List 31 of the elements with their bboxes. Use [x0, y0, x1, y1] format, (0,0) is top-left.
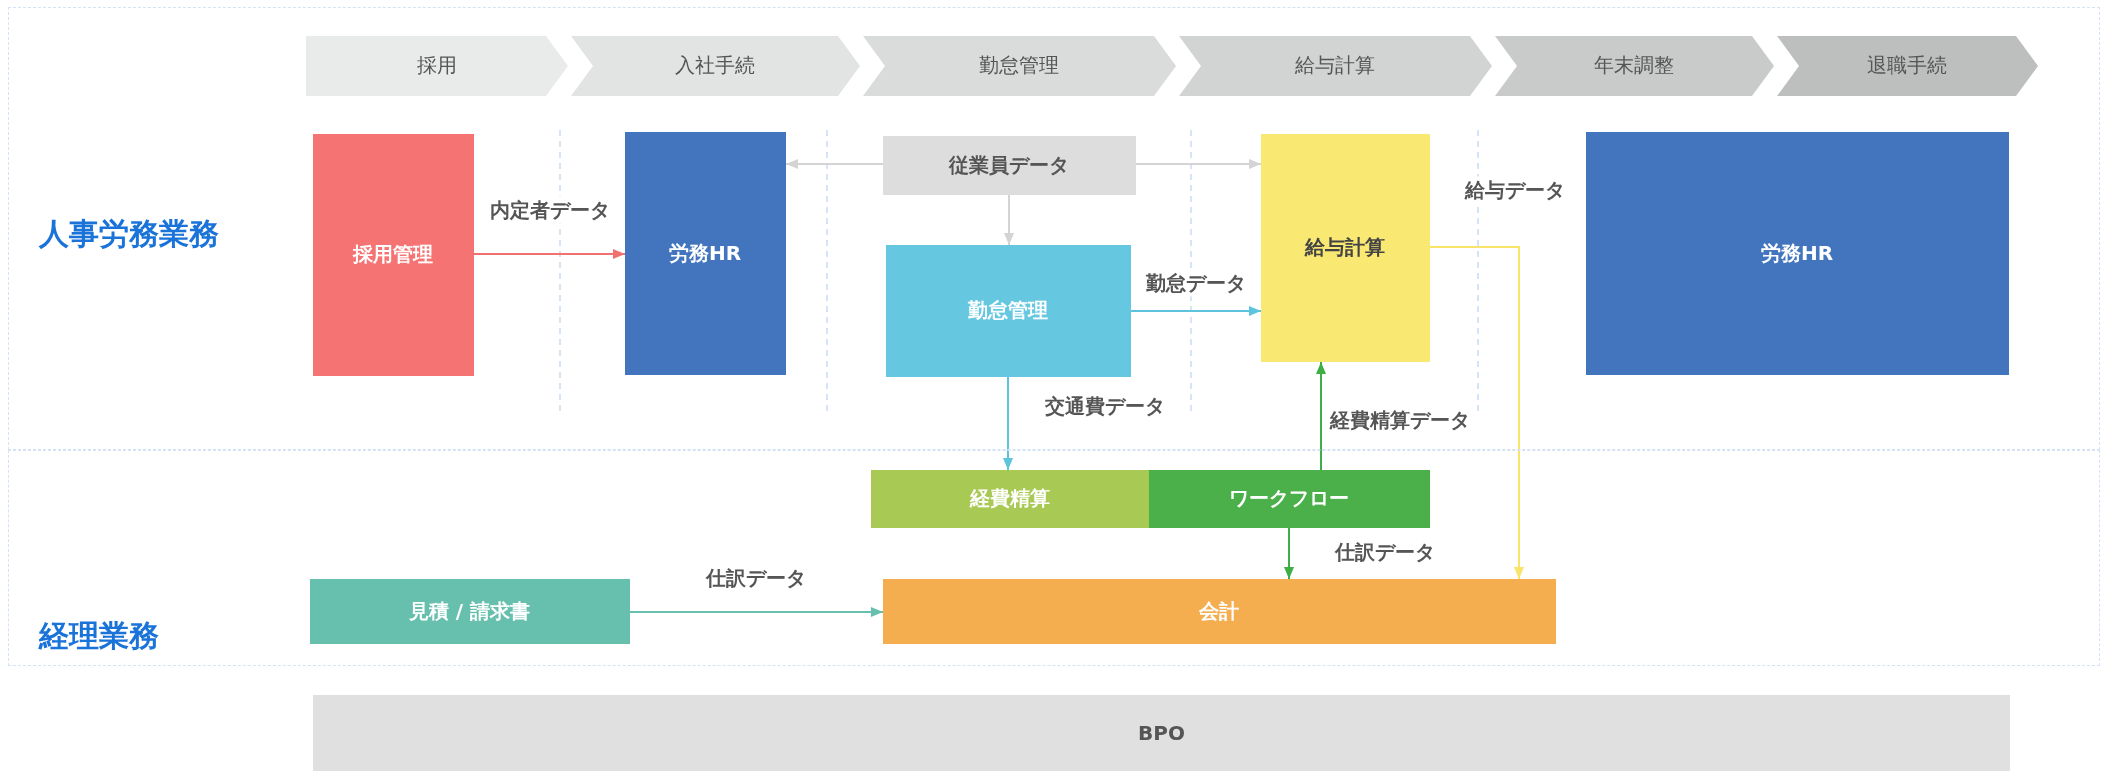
process-box: 従業員データ: [882, 135, 1136, 195]
process-box: 見積 / 請求書: [309, 578, 630, 644]
process-box: 採用管理: [312, 133, 474, 376]
section-title: 経理業務: [39, 617, 159, 655]
process-step: 退職手続: [1776, 35, 2038, 96]
process-box: 給与計算: [1260, 133, 1430, 362]
process-step: 採用: [305, 35, 568, 96]
arrow: [1316, 361, 1326, 471]
arrow: [785, 159, 884, 169]
arrow: [1135, 159, 1262, 169]
process-step: 入社手続: [570, 35, 860, 96]
process-box: 労務HR: [624, 131, 786, 375]
arrow: [1429, 246, 1524, 580]
arrow: [1003, 376, 1013, 471]
arrow: [1284, 527, 1294, 580]
process-box: 勤怠管理: [885, 244, 1131, 377]
arrow: [473, 249, 626, 259]
section-title: 人事労務業務: [39, 215, 219, 253]
process-box: ワークフロー: [1148, 469, 1430, 528]
section-band: [8, 450, 2100, 666]
process-box: 経費精算: [870, 469, 1149, 528]
process-step: 給与計算: [1178, 35, 1492, 96]
arrow: [1130, 306, 1262, 316]
process-step: 年末調整: [1494, 35, 1774, 96]
process-box: 会計: [882, 578, 1556, 644]
arrow: [1004, 194, 1014, 246]
process-step: 勤怠管理: [862, 35, 1176, 96]
arrow: [629, 607, 884, 617]
process-box: 労務HR: [1585, 131, 2009, 375]
section-band: [8, 7, 2100, 450]
process-box: BPO: [313, 695, 2010, 771]
